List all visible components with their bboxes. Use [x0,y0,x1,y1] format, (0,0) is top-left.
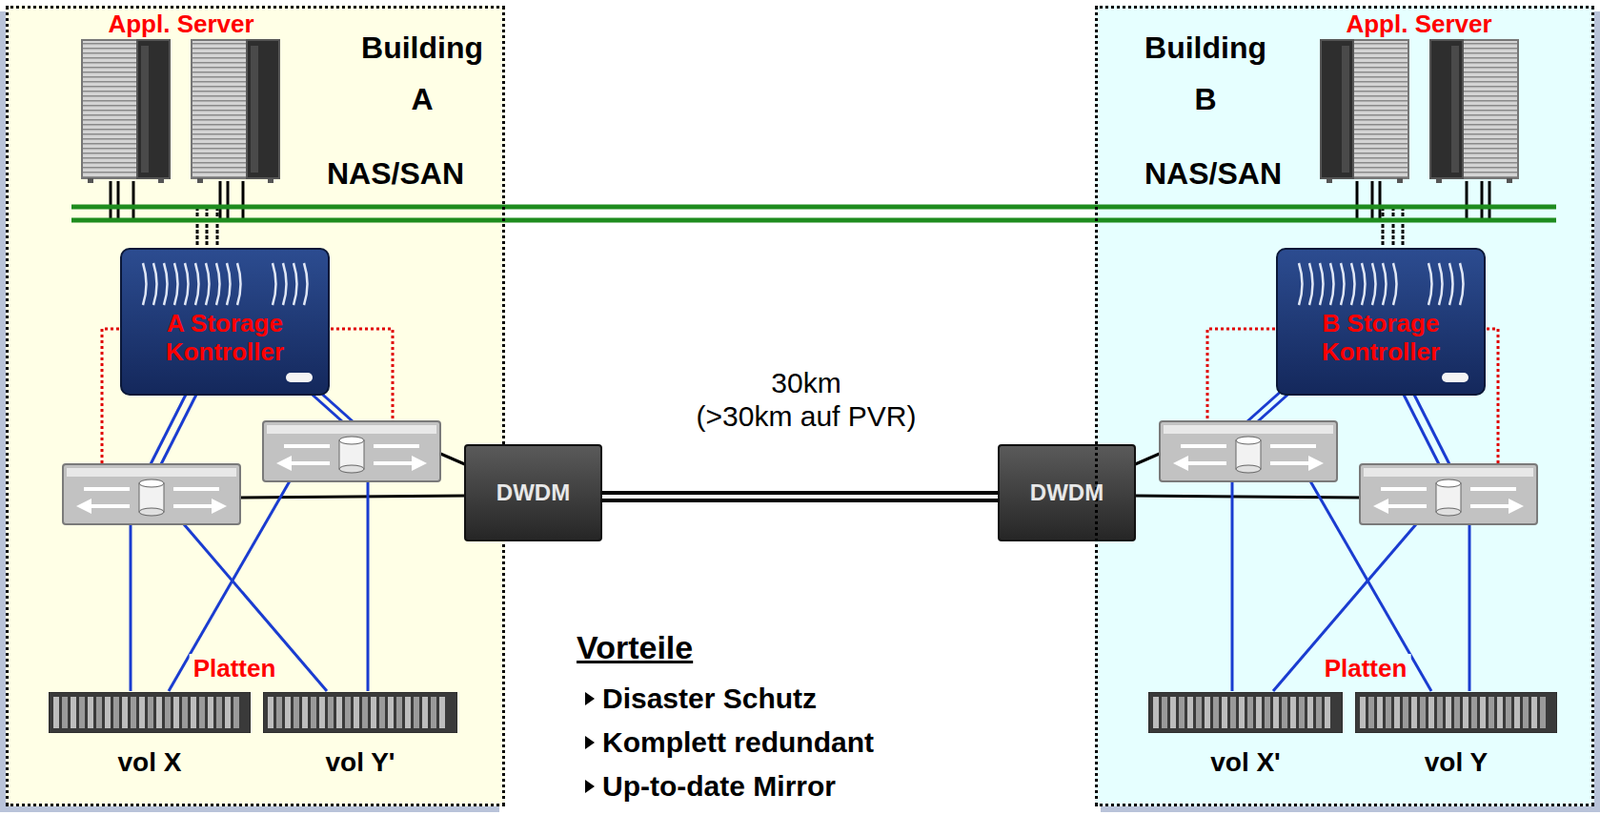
dwdm-box: DWDM [464,444,603,542]
disk-shelf: vol Y' [263,691,458,797]
server-label: Appl. Server [1345,9,1492,39]
advantage-item: Disaster Schutz [602,682,817,715]
advantages-heading: Vorteile [576,628,693,666]
building-name: Building A [350,21,494,125]
network-bus [71,206,1557,221]
building-ground [5,5,506,807]
building-ground [1094,5,1595,807]
disk-shelf: vol X [48,691,251,797]
storage-controller: B Storage Kontroller [1275,247,1486,396]
dwdm-box: DWDM [997,444,1136,542]
distance-label: 30km [770,366,841,400]
storage-network-label: NAS/SAN [326,155,465,192]
disk-shelf: vol Y [1355,691,1558,797]
dwdm-label: DWDM [1030,479,1104,507]
disk-label: Platten [1320,653,1412,683]
disk-shelf-art [1148,691,1343,733]
volume-label: vol Y [1424,747,1488,778]
server-label: Appl. Server [107,9,254,39]
advantage-item: Up-to-date Mirror [602,769,836,803]
volume-label: vol X' [1210,747,1281,778]
advantage-item: Komplett redundant [602,726,874,759]
volume-label: vol Y' [324,747,395,778]
building-region: A Storage Kontroller vol X vol Y' Building … [5,5,506,807]
volume-label: vol X [118,747,183,778]
building-equipment [62,40,467,691]
storage-network-label: NAS/SAN [1144,155,1282,192]
building-region: B Storage Kontroller vol X' vol Y Building … [1094,5,1595,807]
building-equipment [1133,40,1538,691]
disk-shelf-art [48,691,251,733]
disk-label: Platten [189,653,281,683]
controller-label: A Storage Kontroller [143,308,306,394]
storage-controller: A Storage Kontroller [120,247,330,396]
building-name: Building B [1134,21,1277,125]
disk-shelf-art [1355,691,1558,733]
fiber-link [602,496,998,498]
bullet [585,691,595,793]
dwdm-label: DWDM [496,479,570,507]
controller-label: B Storage Kontroller [1299,308,1462,394]
disk-shelf: vol X' [1148,691,1343,797]
distance-note: (>30km auf PVR) [696,400,917,433]
disk-shelf-art [263,691,458,733]
